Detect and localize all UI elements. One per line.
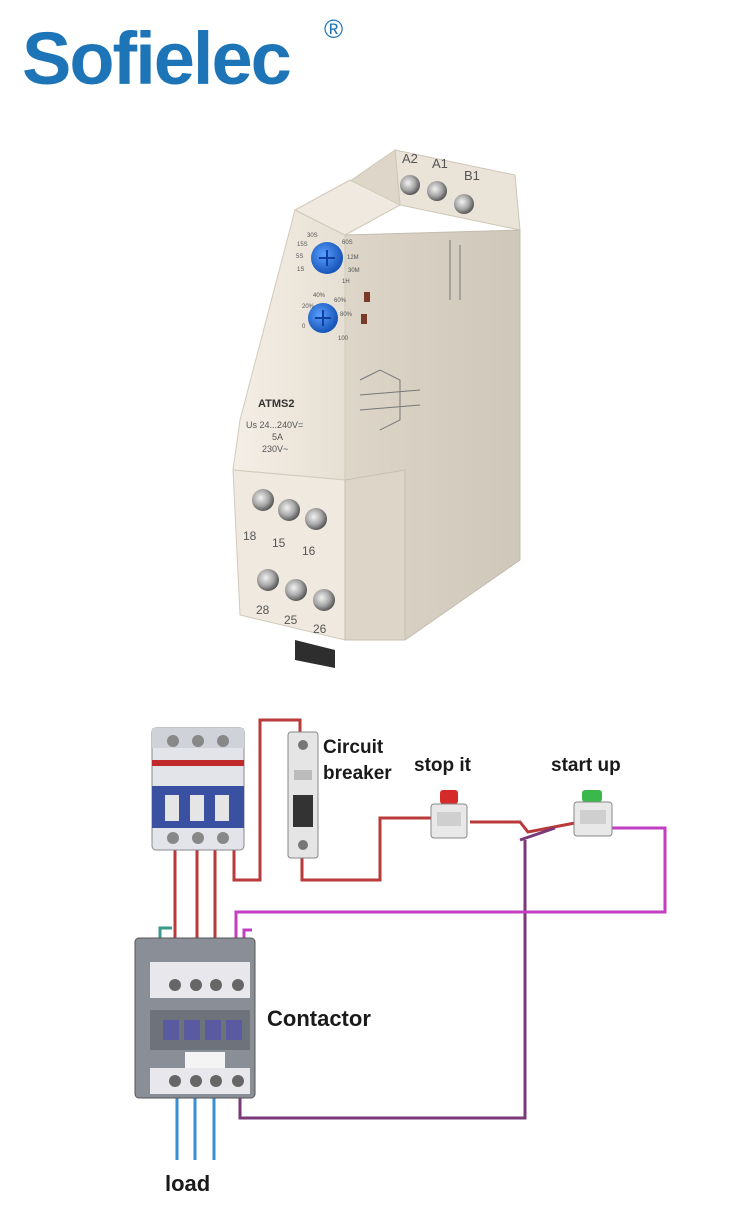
terminal-label-a2: A2 bbox=[402, 151, 418, 166]
dial2-label-1: 60% bbox=[334, 298, 347, 304]
registered-mark: ® bbox=[324, 14, 344, 44]
terminal-label-b1: B1 bbox=[464, 168, 480, 183]
terminal-label-28a: 28 bbox=[256, 603, 270, 617]
wiring-diagram: Circuit breaker stop it start up bbox=[134, 718, 667, 1196]
terminal-label-a1: A1 bbox=[432, 156, 448, 171]
load-wires bbox=[175, 1095, 216, 1160]
circuit-breaker-label-line1: Circuit bbox=[323, 737, 384, 758]
stop-push-button bbox=[430, 790, 468, 839]
time-range-dial: 30S 60S 15S 12M 5S 30M 1S 1H bbox=[296, 233, 360, 285]
dial1-label-7: 1H bbox=[342, 279, 350, 285]
product-rating-1: Us 24...240V= bbox=[246, 420, 303, 430]
dial1-label-0: 30S bbox=[307, 233, 318, 239]
terminal-label-26: 26 bbox=[313, 622, 327, 636]
middle-terminal-screws: 18 15 16 bbox=[243, 489, 327, 558]
dial2-label-2: 20% bbox=[302, 304, 315, 310]
start-button-label: start up bbox=[551, 755, 621, 776]
terminal-label-16: 16 bbox=[302, 544, 316, 558]
dial2-label-4: 0 bbox=[302, 324, 306, 330]
dial1-label-1: 60S bbox=[342, 240, 353, 246]
top-terminal-screws: A2 A1 B1 bbox=[400, 151, 480, 214]
stop-button-label: stop it bbox=[414, 755, 472, 776]
indicator-led-2 bbox=[361, 314, 367, 324]
product-rating-3: 230V~ bbox=[262, 444, 288, 454]
contactor bbox=[134, 937, 256, 1099]
product-model: ATMS2 bbox=[258, 398, 294, 410]
product-rating-2: 5A bbox=[272, 432, 283, 442]
terminal-label-18a: 18 bbox=[243, 529, 257, 543]
dial1-label-4: 5S bbox=[296, 254, 303, 260]
dial1-label-5: 30M bbox=[348, 268, 360, 274]
control-wire bbox=[238, 826, 556, 1120]
contactor-label: Contactor bbox=[267, 1006, 371, 1031]
terminal-label-25: 25 bbox=[284, 613, 298, 627]
start-push-button bbox=[573, 790, 613, 837]
three-pole-breaker bbox=[151, 727, 245, 851]
terminal-label-15: 15 bbox=[272, 536, 286, 550]
dial2-label-5: 100 bbox=[338, 336, 349, 342]
percentage-dial: 40% 60% 20% 80% 0 100 bbox=[302, 293, 353, 342]
brand-logo: Sofielec ® bbox=[22, 14, 343, 104]
dial2-label-3: 80% bbox=[340, 312, 353, 318]
load-label: load bbox=[165, 1171, 210, 1196]
circuit-breaker-label-line2: breaker bbox=[323, 763, 392, 784]
dial2-label-0: 40% bbox=[313, 293, 326, 299]
logo-text: Sofielec bbox=[22, 17, 292, 100]
bottom-terminal-screws: 28 25 26 bbox=[256, 569, 335, 636]
timer-relay-product: A2 A1 B1 30S 60S 15S 12M 5S 30M 1S 1H 40… bbox=[232, 149, 521, 668]
dial1-label-3: 12M bbox=[347, 255, 359, 261]
dial1-label-6: 1S bbox=[297, 267, 304, 273]
indicator-led-1 bbox=[364, 292, 370, 302]
side-wiring-schematic bbox=[359, 240, 461, 431]
dial1-label-2: 15S bbox=[297, 242, 308, 248]
single-pole-circuit-breaker bbox=[287, 731, 319, 859]
